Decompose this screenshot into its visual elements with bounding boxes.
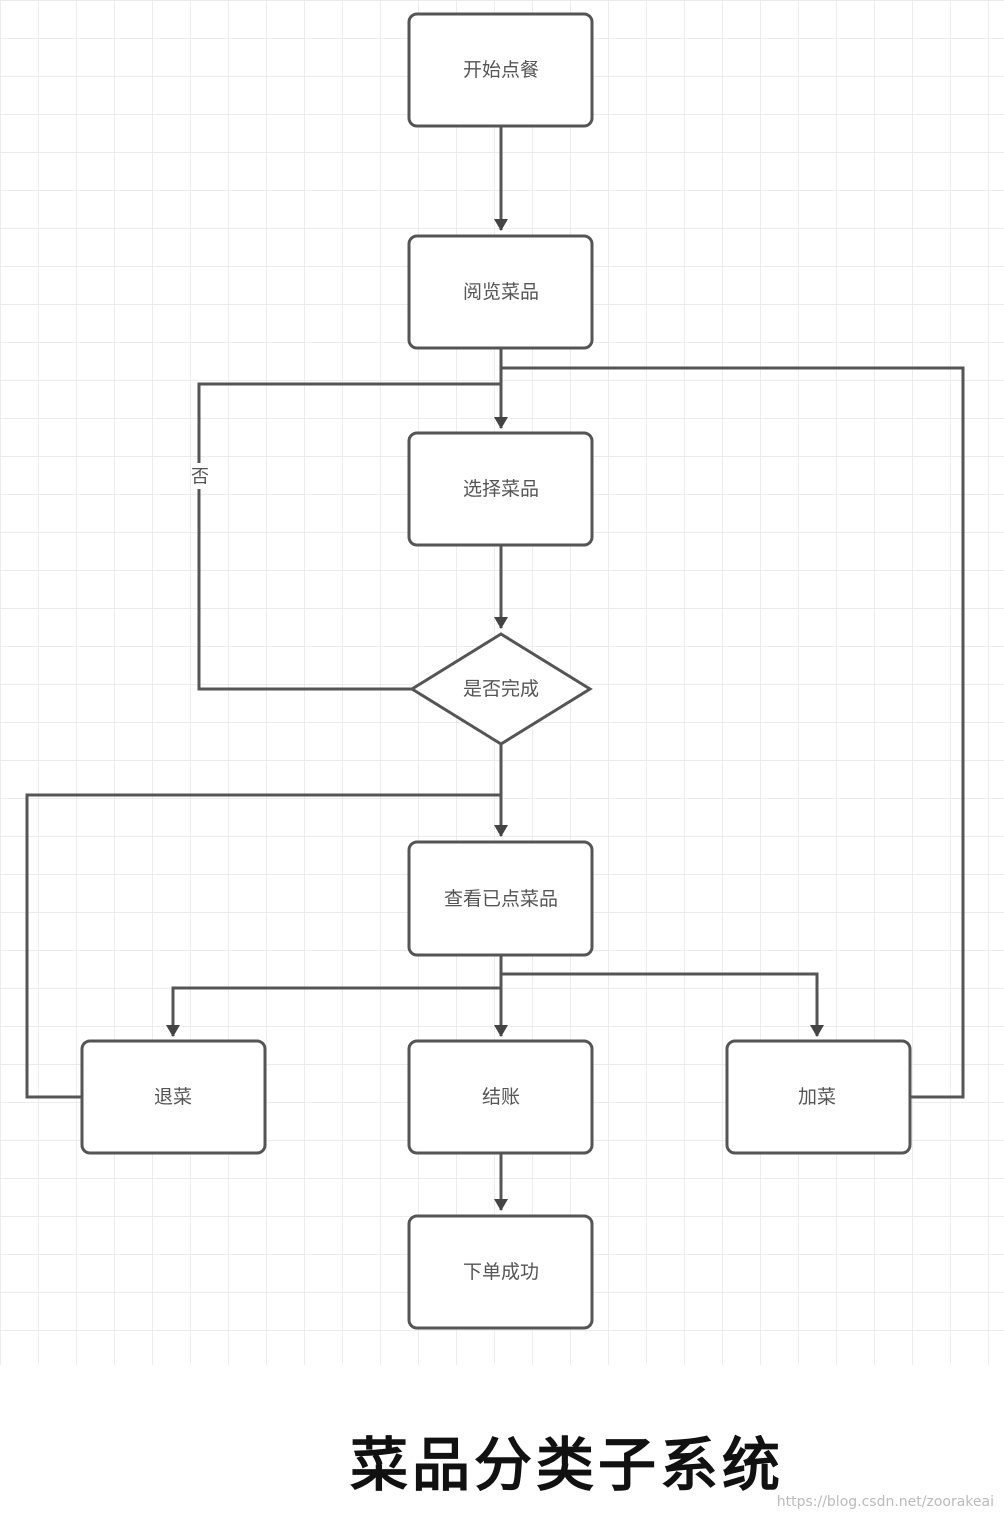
watermark-url: https://blog.csdn.net/zoorakeai <box>776 1494 994 1510</box>
node-remove-dish <box>80 1039 267 1155</box>
edge-view-to-add <box>501 972 824 1037</box>
node-decision <box>409 632 593 746</box>
label-remove-dish: 退菜 <box>154 1086 192 1108</box>
label-start: 开始点餐 <box>463 59 539 81</box>
label-decision: 是否完成 <box>463 678 539 700</box>
node-view-ordered <box>407 840 594 957</box>
node-select <box>407 431 594 547</box>
node-checkout <box>407 1039 594 1155</box>
label-select: 选择菜品 <box>463 478 539 500</box>
node-order-success <box>407 1214 594 1330</box>
edge-label-no: 否 <box>191 467 209 488</box>
edge-remove-back-to-view <box>25 793 501 1099</box>
diagram-caption: 菜品分类子系统 <box>349 1431 784 1499</box>
edge-label-no-bg <box>191 463 209 489</box>
label-browse: 阅览菜品 <box>463 281 539 303</box>
edge-decision-no-loop <box>197 382 501 691</box>
label-checkout: 结账 <box>482 1086 520 1108</box>
node-browse <box>407 234 594 350</box>
edge-add-back-to-select <box>501 366 965 1099</box>
label-add-dish: 加菜 <box>798 1086 836 1108</box>
node-add-dish <box>725 1039 912 1155</box>
label-view-ordered: 查看已点菜品 <box>444 888 558 910</box>
label-order-success: 下单成功 <box>463 1261 539 1283</box>
flowchart-canvas: 开始点餐 阅览菜品 选择菜品 是否完成 查看已点菜品 退菜 结账 加菜 下单成功… <box>0 0 1004 1365</box>
node-start <box>407 12 594 128</box>
